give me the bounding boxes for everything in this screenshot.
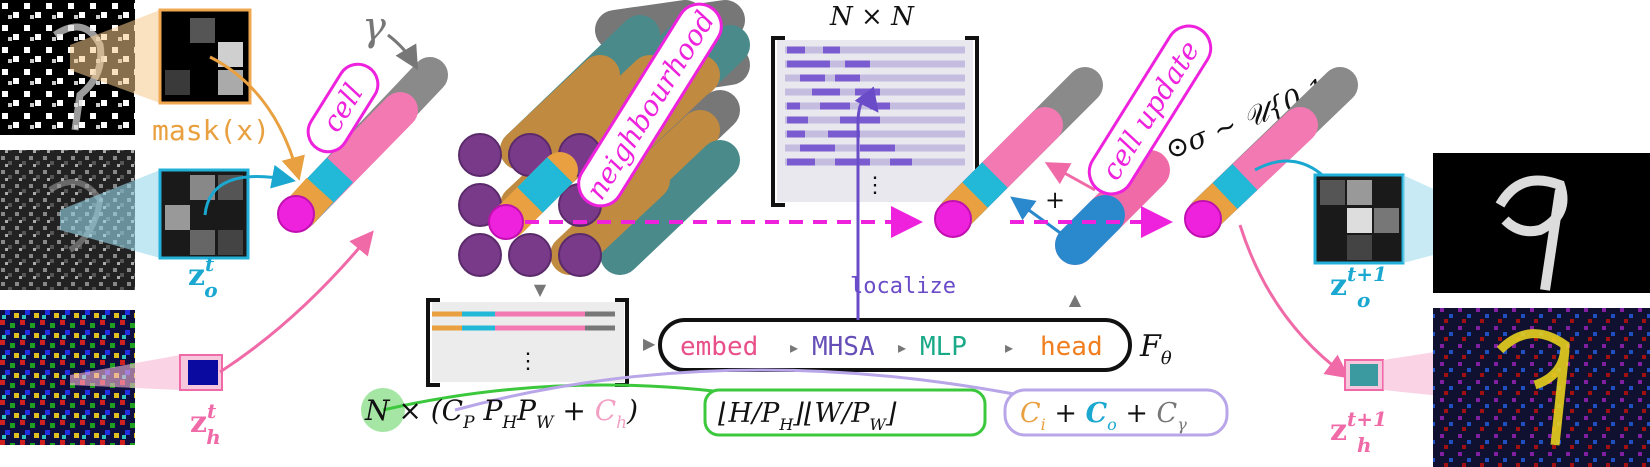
- svg-text:Ci + Co + Cγ: Ci + Co + Cγ: [1020, 398, 1187, 434]
- svg-text:⌊H/PH⌋⌊W/PW⌋: ⌊H/PH⌋⌊W/PW⌋: [718, 398, 897, 434]
- output-hidden-arrow: [1238, 224, 1350, 379]
- mhsa-label: MHSA: [812, 332, 875, 362]
- zoom-mask-patch: [70, 8, 252, 105]
- update-pink-arrow: [1044, 162, 1096, 192]
- hidden-to-cell-arrow: [219, 230, 374, 374]
- n-by-n-label: N × N: [829, 2, 915, 32]
- svg-text:⋮: ⋮: [517, 349, 539, 374]
- output-image-digit: [1433, 153, 1650, 293]
- cell-cylinder-intermediate: [934, 67, 1103, 238]
- embed-label: embed: [680, 332, 758, 362]
- mlp-label: MLP: [920, 332, 967, 362]
- svg-text:▸: ▸: [1005, 338, 1013, 357]
- f-theta-label: Fθ: [1139, 329, 1172, 369]
- up-triangle-marker: ▲: [1069, 290, 1082, 309]
- grid-size-box: ⌊H/PH⌋⌊W/PW⌋: [703, 388, 987, 437]
- localize-arrow: [854, 86, 879, 320]
- svg-text:▸: ▸: [790, 338, 798, 357]
- gamma-label: γ: [362, 4, 386, 50]
- mask-to-cell-arrow: [209, 55, 305, 181]
- token-matrix: ⋮: [426, 298, 629, 387]
- cell-cylinder-output: [1184, 67, 1358, 238]
- cp-purple-arc: [454, 368, 1091, 412]
- gamma-arrow: [387, 33, 419, 71]
- update-vector-cylinder: [1055, 150, 1170, 265]
- localize-label: localize: [850, 274, 956, 299]
- svg-text:⋮: ⋮: [864, 173, 886, 198]
- cell-cylinder-input: [277, 57, 448, 233]
- zoom-observation-patch: [60, 168, 250, 260]
- obs-to-cell-arrow: [203, 164, 296, 216]
- svg-text:▸: ▸: [898, 338, 906, 357]
- down-triangle-marker: ▼: [534, 280, 547, 299]
- transformer-pipeline: embed ▸ MHSA ▸ MLP ▸ head: [658, 318, 1132, 372]
- token-count-formula: N × (CP PHPW + Ch): [364, 394, 638, 433]
- plus-label: +: [1045, 186, 1065, 214]
- matrix-to-pipeline-marker: ▶: [643, 334, 656, 353]
- output-hidden-image: [1433, 308, 1650, 467]
- zoom-hidden-patch: [70, 354, 223, 391]
- head-label: head: [1040, 332, 1103, 362]
- mask-label: mask(x): [152, 114, 270, 147]
- channel-sum-box: Ci + Co + Cγ: [1003, 388, 1229, 437]
- attention-matrix: ⋮: [771, 36, 979, 207]
